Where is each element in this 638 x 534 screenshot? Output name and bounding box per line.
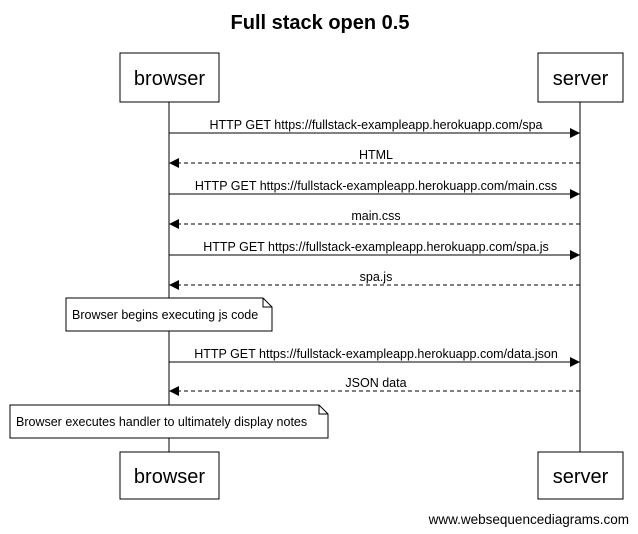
participant-label: browser <box>134 466 205 488</box>
message-4: main.css <box>169 209 580 229</box>
participant-browser-top: browser <box>119 52 220 103</box>
participant-label: server <box>553 466 609 488</box>
participant-browser-bottom: browser <box>119 451 220 500</box>
message-7: HTTP GET https://fullstack-exampleapp.he… <box>169 347 580 367</box>
message-label: HTTP GET https://fullstack-exampleapp.he… <box>194 347 558 361</box>
participant-label: server <box>553 68 609 90</box>
participant-server-bottom: server <box>537 451 624 500</box>
note-browser-executing: Browser begins executing js code <box>65 297 273 332</box>
credit-link[interactable]: www.websequencediagrams.com <box>428 512 629 527</box>
diagram-title: Full stack open 0.5 <box>231 12 410 34</box>
message-label: HTML <box>359 148 393 162</box>
message-label: HTTP GET https://fullstack-exampleapp.he… <box>209 118 542 132</box>
message-label: HTTP GET https://fullstack-exampleapp.he… <box>195 179 557 193</box>
message-1: HTTP GET https://fullstack-exampleapp.he… <box>169 118 580 138</box>
message-label: HTTP GET https://fullstack-exampleapp.he… <box>203 240 549 254</box>
message-3: HTTP GET https://fullstack-exampleapp.he… <box>169 179 580 199</box>
participant-server-top: server <box>537 52 624 103</box>
message-label: main.css <box>351 209 400 223</box>
message-2: HTML <box>169 148 580 168</box>
note-browser-handler: Browser executes handler to ultimately d… <box>9 404 329 439</box>
participant-label: browser <box>134 68 205 90</box>
message-8: JSON data <box>169 376 580 396</box>
note-text: Browser executes handler to ultimately d… <box>16 415 307 429</box>
message-label: spa.js <box>360 270 393 284</box>
note-text: Browser begins executing js code <box>72 308 258 322</box>
message-label: JSON data <box>345 376 406 390</box>
message-6: spa.js <box>169 270 580 290</box>
message-5: HTTP GET https://fullstack-exampleapp.he… <box>169 240 580 260</box>
